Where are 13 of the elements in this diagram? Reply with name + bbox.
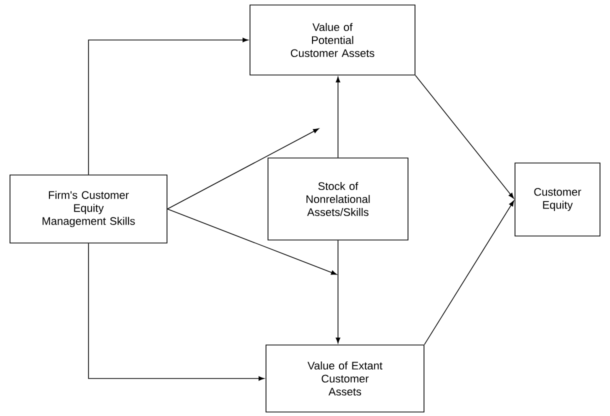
arrow (336, 76, 340, 158)
process-box: Value of Potential Customer Assets (250, 4, 416, 76)
arrow (424, 200, 514, 345)
arrow (88, 38, 248, 175)
arrow (336, 240, 340, 344)
process-box: Firm's Customer Equity Management Skills (10, 174, 168, 244)
arrow (88, 243, 264, 381)
arrow (167, 128, 319, 210)
process-box: Stock of Nonrelational Assets/Skills (268, 158, 408, 240)
arrow (167, 208, 337, 275)
process-box: Customer Equity (514, 162, 600, 236)
process-box: Value of Extant Customer Assets (266, 344, 424, 412)
arrow (415, 75, 514, 199)
